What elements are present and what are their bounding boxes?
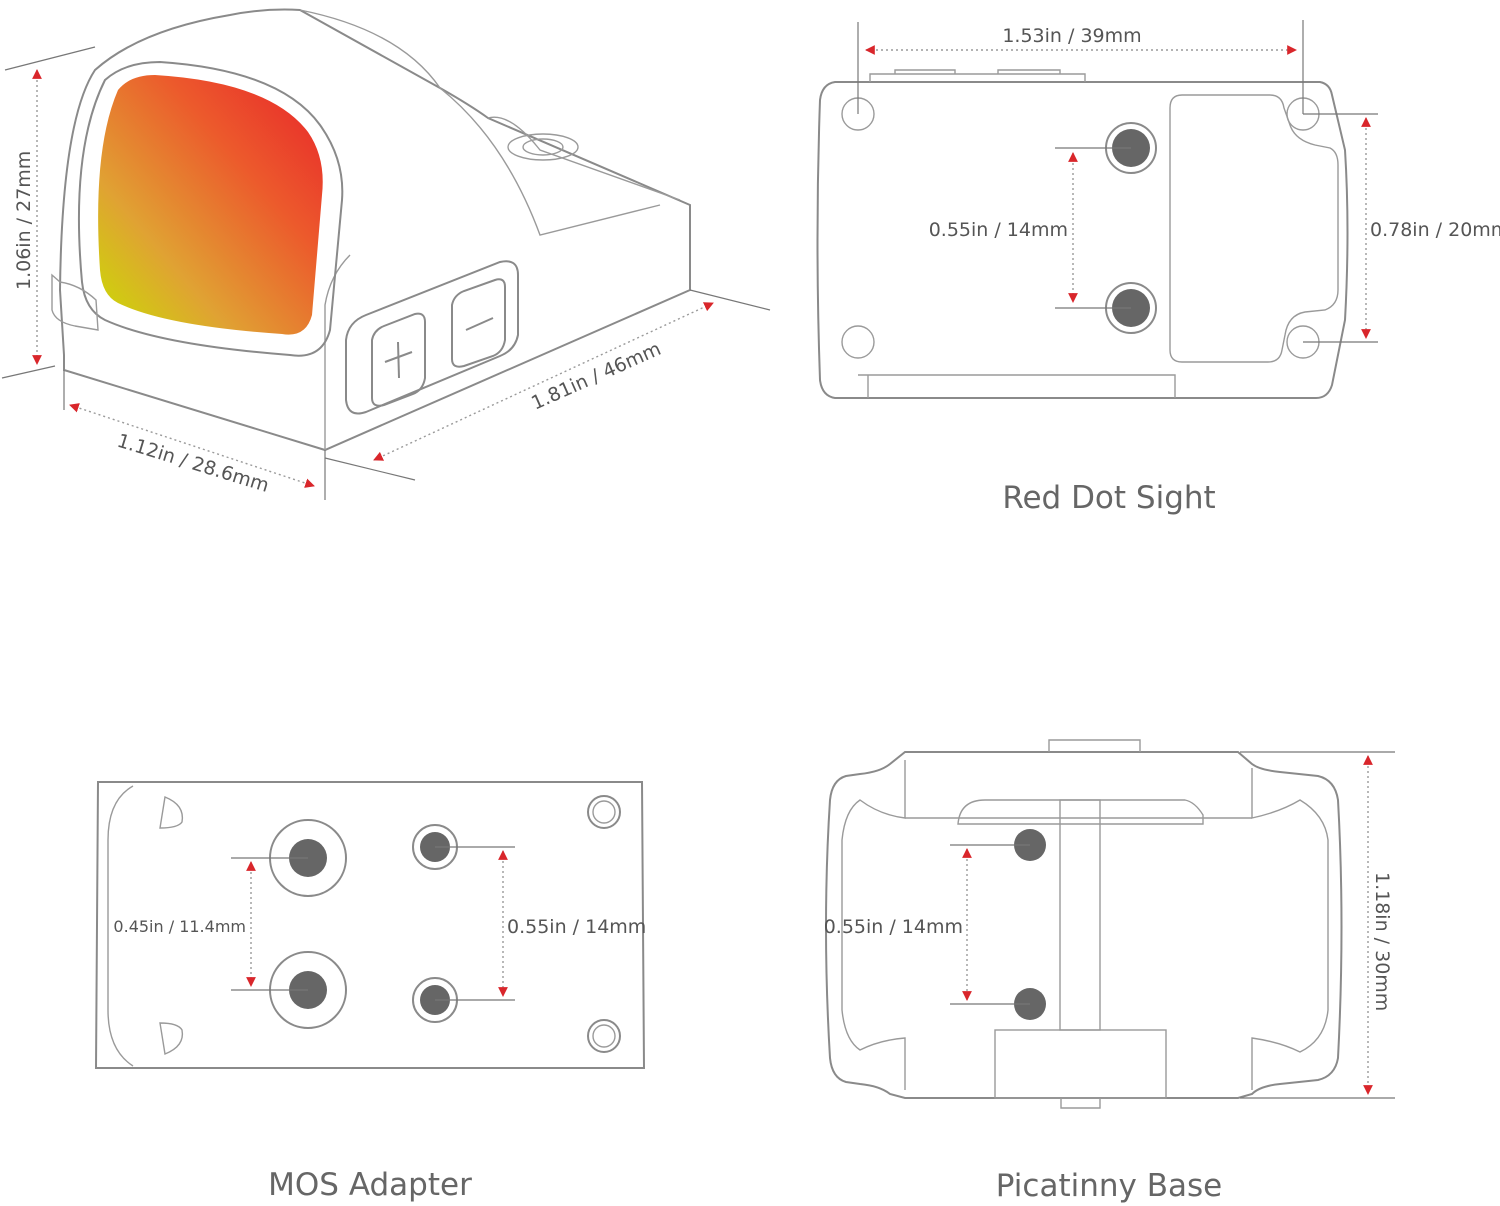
pic-screw-label: 0.55in / 14mm (824, 916, 963, 938)
mos-left-lip (107, 785, 134, 1067)
iso-top-face (487, 116, 681, 201)
pic-clamp-knob (994, 1029, 1167, 1099)
pic-body (825, 751, 1343, 1099)
mos-corner-hole-br-inner (592, 1024, 616, 1048)
plus-icon (384, 341, 413, 379)
pic-bottom-tab (1060, 1098, 1101, 1109)
iso-view: 1.06in / 27mm 1.12in / 28.6mm 1.81in / 4… (1, 8, 771, 500)
pic-top-tab (1048, 739, 1141, 752)
iso-lens-frame (77, 60, 344, 357)
iso-width-label: 1.12in / 28.6mm (115, 430, 272, 497)
mos-adapter-view: 0.45in / 11.4mm 0.55in / 14mm MOS Adapte… (94, 781, 646, 1203)
picatinny-base-view: 0.55in / 14mm 1.18in / 30mm Picatinny Ba… (824, 739, 1395, 1204)
mos-notch-bottom (159, 1022, 184, 1055)
iso-length-dim (373, 302, 714, 461)
rds-plate-label: 0.78in / 20mm (1370, 219, 1500, 241)
rds-screw-label: 0.55in / 14mm (929, 219, 1068, 241)
pic-inner-right (1251, 768, 1329, 1090)
mos-left-label: 0.45in / 11.4mm (113, 917, 246, 936)
minus-button[interactable] (451, 278, 506, 368)
iso-lens (98, 75, 323, 335)
rds-top-rail (869, 69, 1086, 82)
iso-ext-mid2 (324, 457, 416, 481)
mos-notch-top (159, 796, 184, 829)
pic-height-label: 1.18in / 30mm (1371, 872, 1393, 1011)
mos-caption: MOS Adapter (268, 1167, 472, 1203)
mos-right-label: 0.55in / 14mm (507, 916, 646, 938)
iso-side-tab (51, 273, 99, 331)
pic-rail-slot (957, 799, 1204, 825)
iso-ext-bottom (1, 365, 56, 379)
iso-hood-ridge (299, 9, 661, 236)
pic-inner-left (841, 760, 906, 1090)
minus-icon (465, 317, 494, 331)
iso-height-label: 1.06in / 27mm (13, 151, 35, 290)
rds-bottom-rail (858, 374, 1176, 398)
mos-corner-hole-tr-inner (592, 800, 616, 824)
rds-caption: Red Dot Sight (1002, 480, 1215, 516)
pic-clamp-bar (1059, 799, 1101, 1031)
iso-length-label: 1.81in / 46mm (528, 338, 664, 415)
rds-width-label: 1.53in / 39mm (1002, 25, 1141, 47)
pic-caption: Picatinny Base (996, 1168, 1222, 1204)
plus-button[interactable] (371, 312, 426, 407)
iso-ext-top (4, 46, 96, 71)
iso-side-face (324, 254, 351, 450)
iso-body-outline (58, 8, 691, 452)
iso-top-cap-inner (522, 138, 564, 156)
mos-plate (94, 781, 646, 1069)
rds-corner-hole-bl (841, 325, 875, 359)
rds-body (816, 81, 1349, 399)
red-dot-sight-view: 1.53in / 39mm 0.55in / 14mm 0.78in / 20m… (816, 20, 1500, 516)
iso-ext-right (689, 289, 771, 311)
rds-plate (1169, 94, 1339, 363)
iso-top-cap (507, 133, 579, 161)
